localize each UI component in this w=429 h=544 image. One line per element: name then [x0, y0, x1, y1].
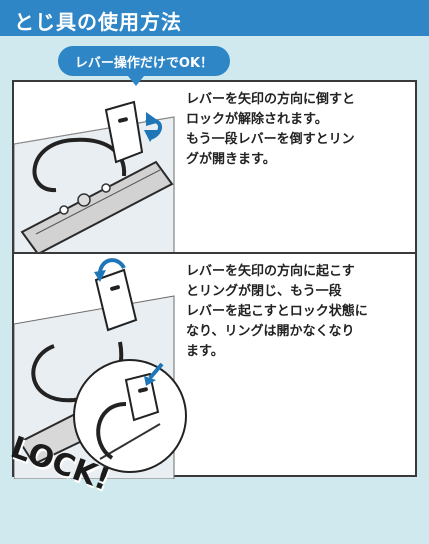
binder-illustration-1	[14, 100, 175, 258]
page-title: とじ具の使用方法	[14, 10, 182, 34]
header-bar: とじ具の使用方法	[0, 0, 429, 36]
instruction-page: とじ具の使用方法 レバーを矢印の方向に倒すと ロックが解除されます。 もう一段レ…	[0, 0, 429, 498]
panel2-instruction-text: レバーを矢印の方向に起こす とリングが閉じ、もう一段 レバーを起こすとロック状態…	[186, 264, 368, 359]
panel1-instruction-text: レバーを矢印の方向に倒すと ロックが解除されます。 もう一段レバーを倒すとリン …	[186, 92, 356, 167]
binder-illustration-2	[14, 258, 187, 479]
lever-ok-badge: レバー操作だけでOK！	[58, 46, 230, 86]
instruction-panel-unlock: レバーを矢印の方向に倒すと ロックが解除されます。 もう一段レバーを倒すとリン …	[12, 80, 417, 258]
instruction-panel-lock: レバーを矢印の方向に起こす とリングが閉じ、もう一段 レバーを起こすとロック状態…	[12, 252, 417, 479]
